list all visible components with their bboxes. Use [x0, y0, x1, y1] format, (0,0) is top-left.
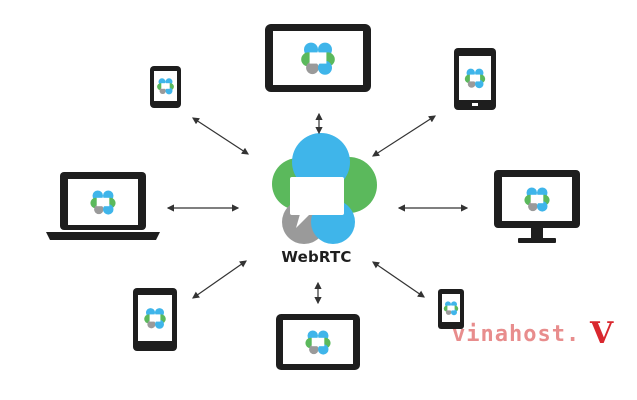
- phone-bottom-left-device: [133, 288, 177, 351]
- connection-arrows: [166, 112, 469, 305]
- arrow-top-right: [371, 115, 437, 157]
- tablet-top-device: [265, 24, 371, 92]
- tablet-bottom-device: [276, 314, 360, 370]
- vinahost-v-logo: V: [590, 316, 614, 351]
- arrow-bottom-left: [192, 260, 247, 299]
- webrtc-logo: [272, 133, 377, 244]
- phone-top-left-device: [150, 66, 181, 108]
- vinahost-watermark: vinahost.: [452, 322, 581, 347]
- laptop-left-device: [46, 172, 160, 240]
- arrow-bottom-right: [372, 261, 425, 298]
- arrow-top-left: [191, 117, 250, 155]
- webrtc-label: WebRTC: [0, 248, 637, 266]
- monitor-right-device: [494, 170, 580, 243]
- phone-top-right-device: [454, 48, 496, 110]
- webrtc-label-text: WebRTC: [281, 248, 352, 266]
- phone-bottom-right-device: [438, 289, 464, 329]
